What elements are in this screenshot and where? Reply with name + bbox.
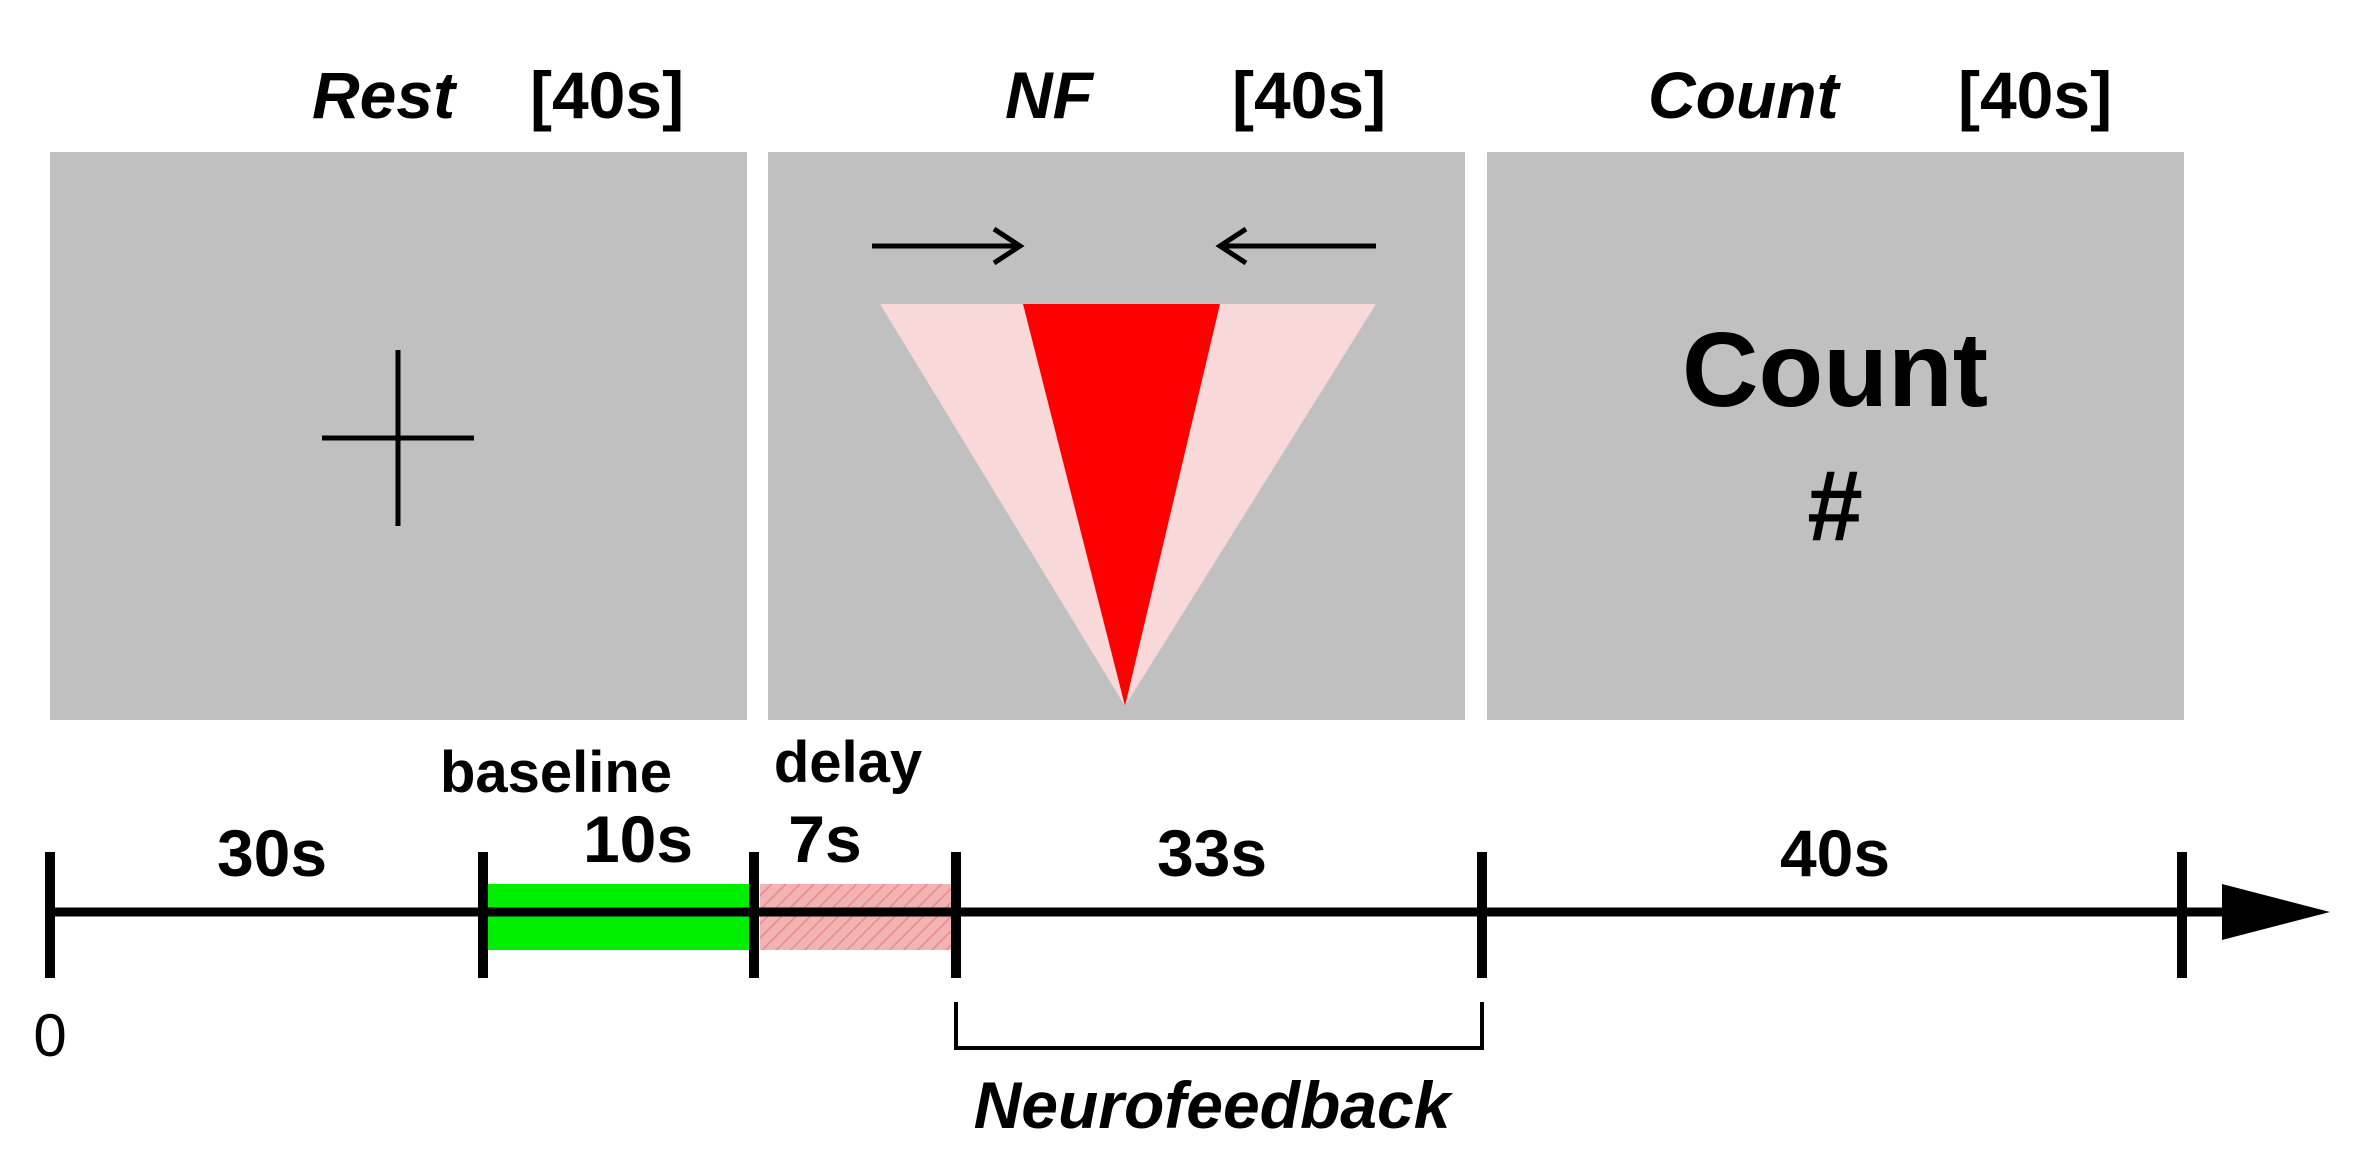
rest-panel-duration: [40s]	[530, 58, 684, 132]
delay-duration: 7s	[788, 802, 861, 876]
arrow-right-icon	[872, 226, 1025, 266]
count-screen-word: Count	[1682, 311, 1988, 429]
neurofeedback-label: Neurofeedback	[974, 1068, 1454, 1142]
count-panel-duration: [40s]	[1958, 58, 2112, 132]
nf-panel-duration: [40s]	[1232, 58, 1386, 132]
feedback-level-triangle	[1023, 304, 1220, 706]
delay-label: delay	[774, 730, 922, 795]
count-screen-symbol: #	[1807, 450, 1863, 562]
neurofeedback-bracket	[954, 1002, 1484, 1050]
fixation-cross-icon	[322, 350, 474, 526]
count-segment-duration: 40s	[1780, 816, 1890, 890]
count-screen	[1487, 152, 2184, 720]
timeline-arrowhead-icon	[2222, 884, 2330, 940]
arrow-left-icon	[1215, 226, 1376, 266]
nf-panel-title: NF	[1005, 58, 1095, 132]
count-panel-title: Count	[1648, 58, 1842, 132]
baseline-bar	[488, 884, 752, 950]
nf-segment-duration: 33s	[1157, 816, 1267, 890]
baseline-label: baseline	[440, 740, 672, 805]
rest-segment-duration: 30s	[217, 816, 327, 890]
baseline-duration: 10s	[583, 802, 693, 876]
delay-bar	[760, 884, 952, 950]
timeline-origin-label: 0	[33, 1002, 66, 1069]
timeline-ticks	[45, 852, 2187, 978]
rest-panel-title: Rest	[312, 58, 458, 132]
